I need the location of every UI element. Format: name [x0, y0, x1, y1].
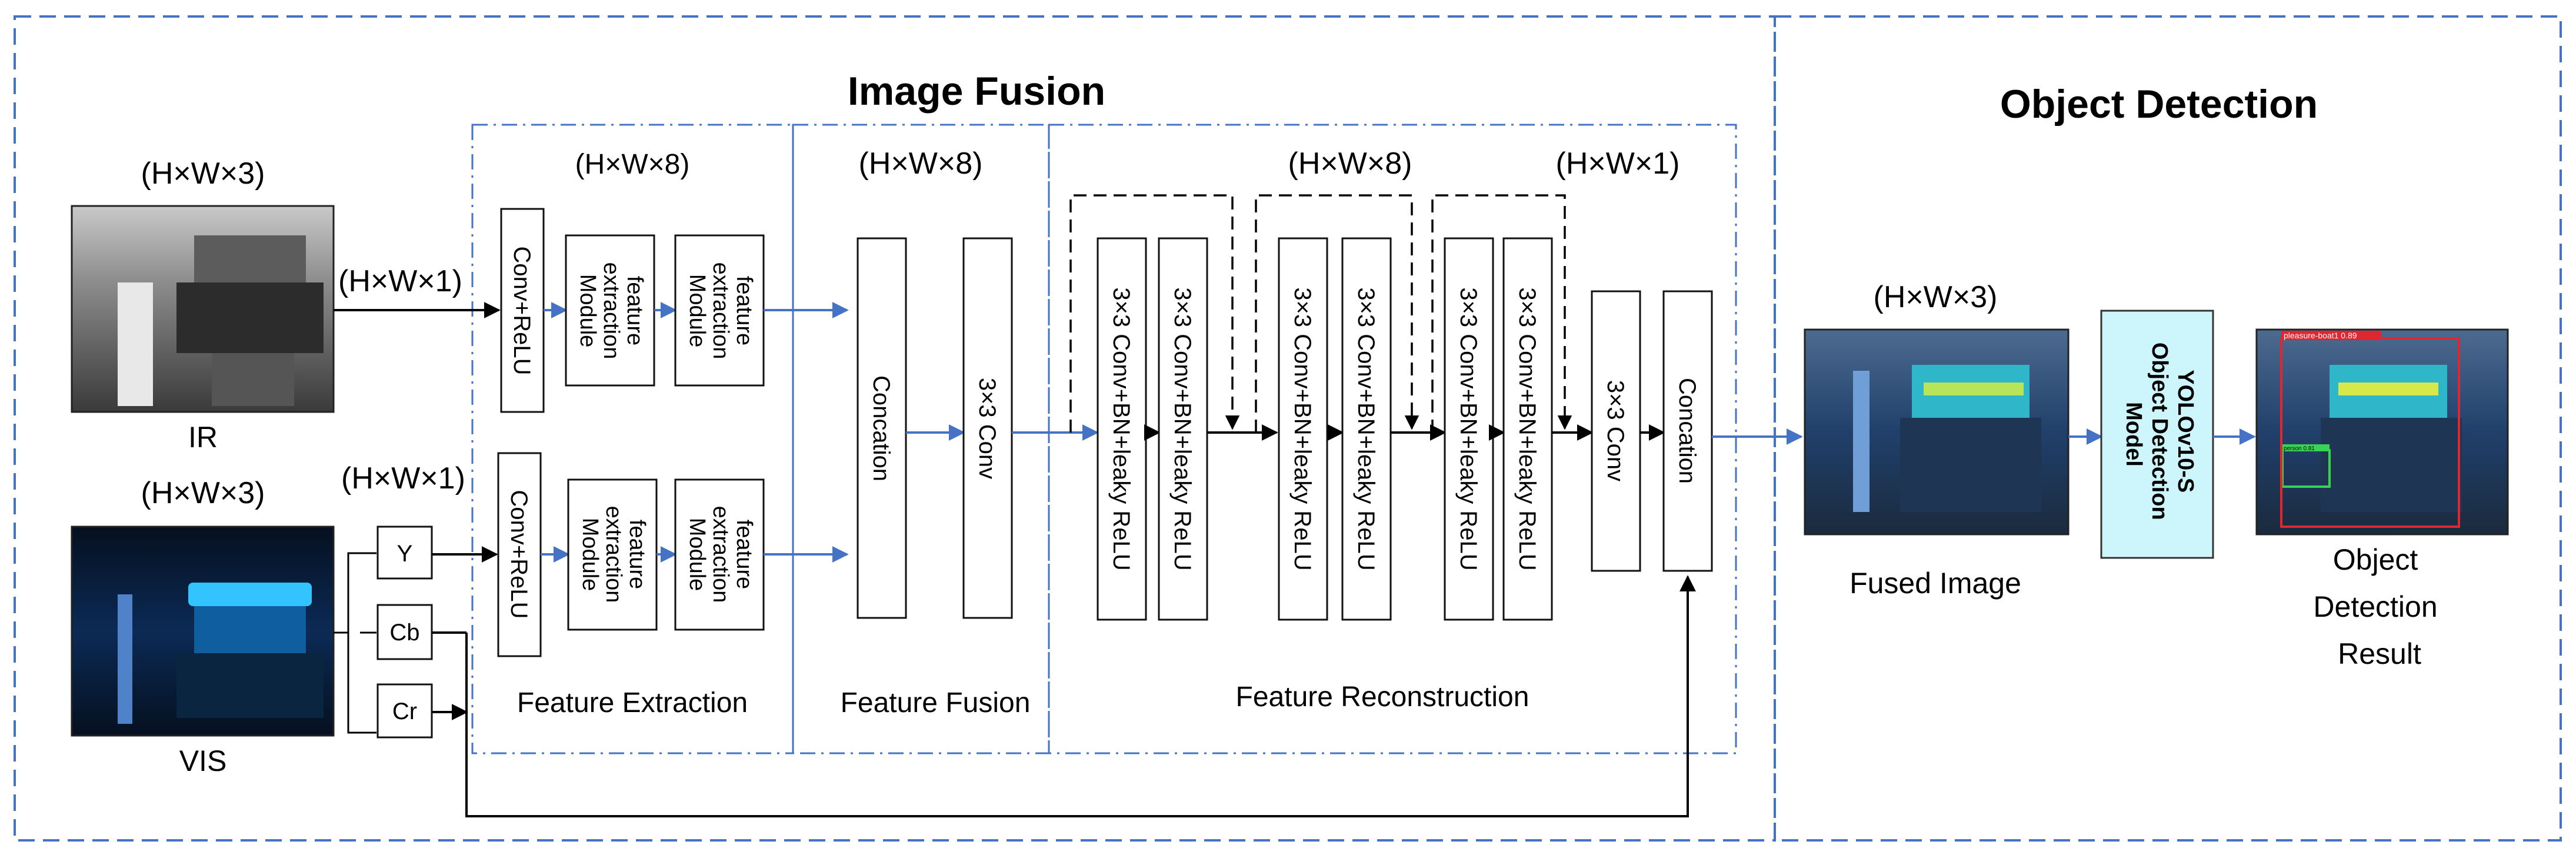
detection-label-boat: pleasure-boat1 0.89 — [2284, 331, 2357, 340]
feature-fusion-title: Feature Fusion — [841, 687, 1031, 719]
feature-reconstruction-title: Feature Reconstruction — [1236, 681, 1529, 713]
vis-channel-bracket — [334, 552, 360, 734]
channel-cb-box — [376, 604, 433, 660]
fused-image-label: Fused Image — [1849, 567, 2021, 600]
channel-cb-label: Cb — [389, 620, 419, 646]
fr-conv-label: 3×3 Conv — [1602, 380, 1628, 481]
channel-cr-box — [376, 683, 433, 739]
ff-conv-box — [962, 237, 1013, 619]
ir-out-dim-label: (H×W×1) — [338, 264, 462, 298]
fe-bottom-conv-relu-label: Conv+ReLU — [506, 490, 532, 618]
fr-dim-label-1: (H×W×1) — [1556, 147, 1680, 181]
fe-bottom-conv-relu — [497, 452, 542, 657]
fr-block-6-label: 3×3 Conv+BN+leaky ReLU — [1514, 287, 1540, 570]
vis-dim-label: (H×W×3) — [141, 476, 265, 510]
fe-bottom-module-1 — [567, 478, 658, 631]
skip-connection-3 — [1431, 194, 1572, 433]
ff-dim-label: (H×W×8) — [859, 147, 983, 181]
fe-top-module-2-label: featureextractionModule — [685, 262, 757, 360]
fe-top-conv-relu-label: Conv+ReLU — [509, 246, 535, 375]
skip-connection-1 — [1069, 194, 1240, 433]
feature-extraction-frame — [471, 124, 794, 754]
fr-block-pair-2: 3×3 Conv+BN+leaky ReLU 3×3 Conv+BN+leaky… — [1278, 237, 1392, 621]
vis-out-dim-label: (H×W×1) — [341, 461, 465, 495]
fr-block-1-label: 3×3 Conv+BN+leaky ReLU — [1108, 287, 1134, 570]
fe-top-module-1-label: featureextractionModule — [575, 262, 647, 360]
image-fusion-section — [14, 15, 1776, 842]
cbcr-feedback-line — [465, 575, 1696, 817]
object-detection-section — [1774, 15, 2562, 842]
skip-connection-2 — [1255, 194, 1419, 433]
fe-bottom-module-1-label: featureextractionModule — [578, 506, 649, 603]
fr-block-3-label: 3×3 Conv+BN+leaky ReLU — [1289, 287, 1315, 570]
object-detection-title: Object Detection — [2000, 82, 2318, 127]
fe-top-conv-relu — [500, 208, 545, 413]
ir-label: IR — [188, 421, 218, 454]
yolo-model-label: YOLOv10-S Object Detection Model — [2121, 342, 2198, 527]
fused-dim-label: (H×W×3) — [1874, 280, 1998, 314]
image-fusion-title: Image Fusion — [848, 69, 1105, 114]
fe-bottom-module-2-label: featureextractionModule — [685, 506, 757, 603]
fr-block-5-label: 3×3 Conv+BN+leaky ReLU — [1455, 287, 1481, 570]
fr-block-4-label: 3×3 Conv+BN+leaky ReLU — [1353, 287, 1379, 570]
detection-label-person: person 0.81 — [2284, 445, 2315, 452]
fr-conv-box — [1591, 290, 1641, 572]
yolo-model-box — [2100, 310, 2214, 559]
ff-concat-label: Concation — [868, 375, 894, 481]
ff-concat-box — [857, 237, 907, 619]
fe-dim-label: (H×W×8) — [575, 149, 690, 180]
fr-concat-label: Concation — [1674, 378, 1700, 484]
fr-concat-box — [1662, 290, 1713, 572]
channel-y-label: Y — [397, 541, 413, 567]
detection-result-label: Object Detection Result — [2313, 543, 2445, 670]
fe-top-module-1 — [565, 234, 655, 387]
vis-image — [71, 526, 335, 737]
ir-dim-label: (H×W×3) — [141, 157, 265, 191]
detection-result-image: pleasure-boat1 0.89 person 0.81 — [2255, 328, 2509, 536]
fe-top-module-2 — [674, 234, 765, 387]
fr-dim-label-8: (H×W×8) — [1288, 147, 1412, 181]
fused-image — [1804, 328, 2070, 536]
feature-extraction-title: Feature Extraction — [517, 687, 748, 719]
feature-reconstruction-frame — [1048, 124, 1737, 754]
fr-block-pair-1: 3×3 Conv+BN+leaky ReLU 3×3 Conv+BN+leaky… — [1097, 237, 1208, 621]
vis-label: VIS — [179, 744, 227, 777]
fr-block-2-label: 3×3 Conv+BN+leaky ReLU — [1169, 287, 1195, 570]
channel-y-box — [376, 526, 433, 580]
fr-block-pair-3: 3×3 Conv+BN+leaky ReLU 3×3 Conv+BN+leaky… — [1444, 237, 1553, 621]
ff-conv-label: 3×3 Conv — [974, 378, 1000, 479]
ir-image — [71, 205, 335, 413]
channel-cr-label: Cr — [392, 699, 417, 724]
fe-bottom-module-2 — [674, 478, 765, 631]
